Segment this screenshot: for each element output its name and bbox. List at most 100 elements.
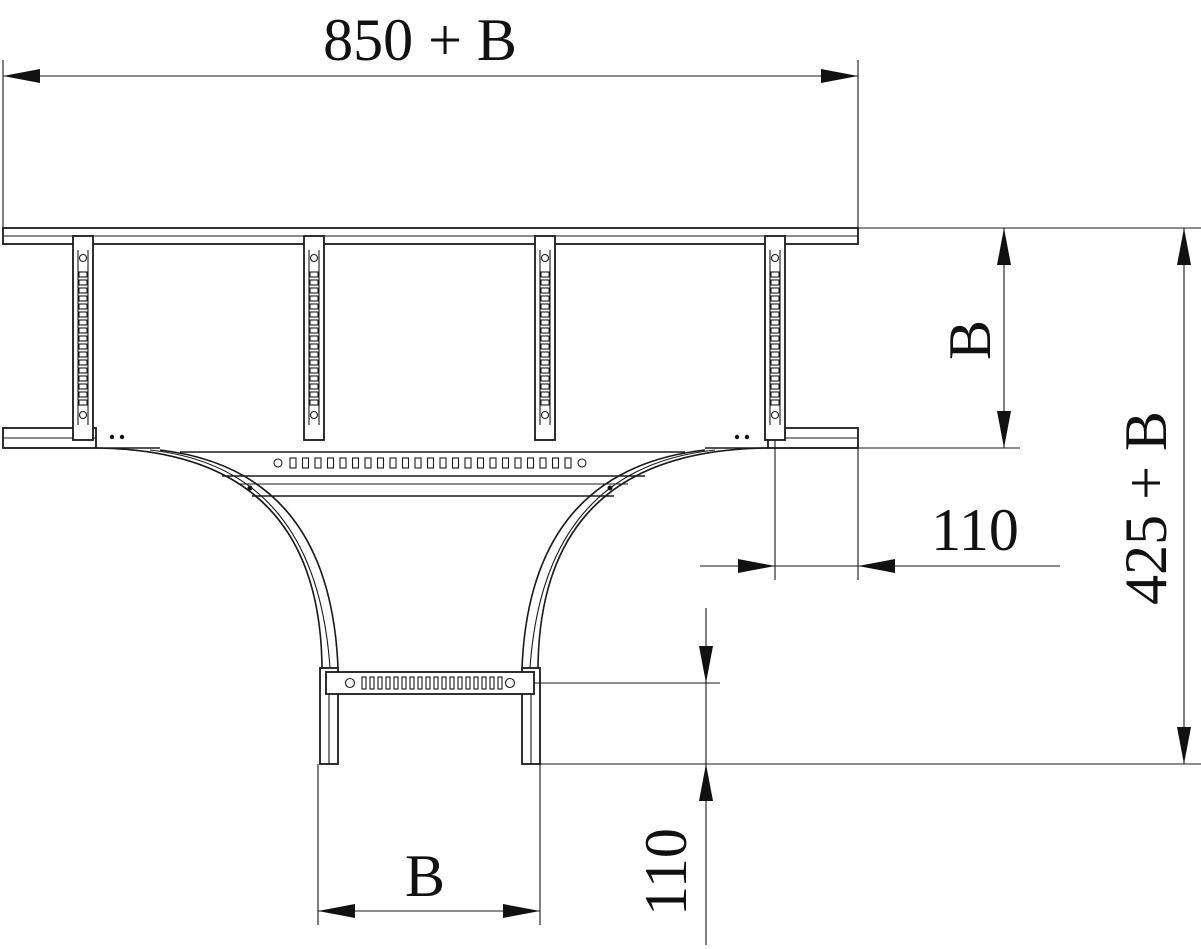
curve-right [521,447,769,669]
slot [540,343,550,350]
slot [377,676,383,690]
slot [309,351,319,358]
slot [540,327,550,334]
slot [770,391,780,398]
slot [78,319,88,326]
label-side-offset: 110 [931,497,1019,563]
dimension-branch-offset: 110 [534,608,720,945]
slot [309,399,319,406]
slot [489,457,497,469]
slot [449,676,455,690]
slot [309,303,319,310]
dimension-overall-width: 850 + B [2,7,859,228]
slot [540,375,550,382]
slot [501,457,510,469]
slot [497,676,503,690]
rung-2 [303,235,325,441]
slot [540,391,550,398]
slot [451,457,460,469]
rung-4 [764,235,786,441]
slot [770,303,780,310]
slot [540,319,550,326]
curve-left [95,447,339,669]
slot [401,676,407,690]
slot [309,375,319,382]
slot [770,335,780,342]
slot [78,327,88,334]
slot [564,457,572,469]
slot [770,367,780,374]
main-rail-top [2,227,859,245]
slot [770,351,780,358]
dimension-branch-width: B [317,764,541,925]
slot [309,295,319,302]
slot [78,343,88,350]
slot [78,351,88,358]
label-branch-width: B [405,843,445,909]
slot [464,457,472,469]
slot [770,343,780,350]
slot [78,375,88,382]
rung-slots [78,271,780,406]
slot [309,287,319,294]
slot [439,457,447,469]
slot [78,383,88,390]
slot [376,457,385,469]
slot [540,367,550,374]
slot [514,457,522,469]
slot [78,303,88,310]
slot [309,359,319,366]
slot [326,457,335,469]
slot [770,311,780,318]
slot [78,287,88,294]
junction-rung [180,451,685,497]
slot [393,676,399,690]
dimension-main-width: B [858,227,1201,449]
slot [465,676,471,690]
slot [770,271,780,278]
label-main-width: B [937,320,1003,360]
slot [473,676,479,690]
slot [540,287,550,294]
slot [540,303,550,310]
slot [351,457,360,469]
slot [364,457,372,469]
slot [770,327,780,334]
slot [426,457,435,469]
slot [361,676,367,690]
slot [770,383,780,390]
slot [289,457,297,469]
label-branch-offset: 110 [633,828,699,916]
main-rail-bottom [2,427,859,449]
slot [770,295,780,302]
slot [401,457,410,469]
slot [309,311,319,318]
rung-1 [72,235,94,441]
dimension-overall-height: 425 + B [540,228,1201,765]
slot [309,327,319,334]
slot [78,367,88,374]
slot [540,383,550,390]
slot [78,335,88,342]
slot [526,457,535,469]
slot [301,457,310,469]
slot [540,271,550,278]
slot [314,457,322,469]
slot [476,457,485,469]
slot [385,676,391,690]
branch-slots [361,676,503,690]
slot [481,676,487,690]
slot [770,375,780,382]
slot [770,287,780,294]
slot [78,279,88,286]
slot [770,359,780,366]
slot [540,311,550,318]
slot [309,271,319,278]
slot [425,676,431,690]
slot [770,319,780,326]
slot [309,391,319,398]
slot [309,279,319,286]
slot [540,359,550,366]
slot [770,279,780,286]
